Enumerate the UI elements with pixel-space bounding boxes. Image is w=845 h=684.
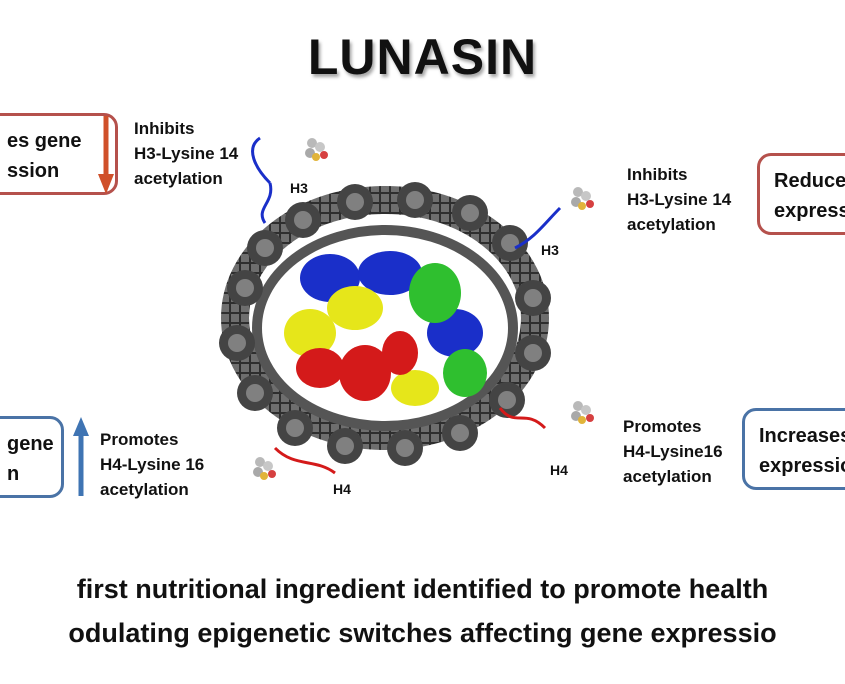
increases-gene-expression-box-left: gene n — [0, 416, 64, 498]
note-line-2: H4-Lysine 16 — [100, 455, 205, 474]
reduces-gene-expression-box-left: es gene ssion — [0, 113, 118, 195]
note-inhibits-h3-right: Inhibits H3-Lysine 14 acetylation — [627, 162, 731, 237]
histone-label-h3-right: H3 — [541, 242, 559, 258]
box-line-1: gene — [7, 433, 54, 455]
reduces-gene-expression-box-right: Reduces express — [757, 153, 845, 235]
statement-line-1: first nutritional ingredient identified … — [76, 574, 769, 604]
nucleosome-structure — [219, 136, 562, 475]
box-line-2: expressio — [759, 455, 845, 477]
note-line-3: acetylation — [100, 480, 189, 499]
histone-label-h4-left: H4 — [333, 481, 351, 497]
down-arrow-icon — [98, 116, 114, 194]
up-arrow-icon — [73, 417, 89, 496]
note-line-1: Inhibits — [134, 119, 195, 138]
histone-label-h3-left: H3 — [290, 180, 308, 196]
note-line-3: acetylation — [134, 169, 223, 188]
page-title: LUNASIN — [307, 29, 538, 85]
lunasin-molecule-icon — [571, 187, 594, 210]
note-line-1: Promotes — [100, 430, 179, 449]
note-line-3: acetylation — [623, 467, 712, 486]
box-line-1: Reduces — [774, 170, 845, 192]
note-line-2: H4-Lysine16 — [623, 442, 723, 461]
note-line-1: Inhibits — [627, 165, 688, 184]
note-line-2: H3-Lysine 14 — [627, 190, 732, 209]
box-line-1: Increases — [759, 425, 845, 447]
statement-line-2: odulating epigenetic switches affecting … — [68, 618, 777, 648]
lunasin-molecule-icon — [253, 457, 276, 480]
note-line-3: acetylation — [627, 215, 716, 234]
lunasin-molecule-icon — [305, 138, 328, 161]
histone-core — [284, 251, 487, 406]
note-promotes-h4-left: Promotes H4-Lysine 16 acetylation — [100, 427, 204, 502]
note-line-1: Promotes — [623, 417, 702, 436]
note-promotes-h4-right: Promotes H4-Lysine16 acetylation — [623, 414, 723, 489]
box-line-2: ssion — [7, 160, 60, 182]
dna-ring — [221, 186, 549, 450]
note-inhibits-h3-left: Inhibits H3-Lysine 14 acetylation — [134, 116, 238, 191]
increases-gene-expression-box-right: Increases expressio — [742, 408, 845, 490]
lunasin-molecule-icon — [571, 401, 594, 424]
box-line-1: es gene — [7, 130, 82, 152]
note-line-2: H3-Lysine 14 — [134, 144, 239, 163]
box-line-2: n — [7, 463, 20, 485]
histone-label-h4-right: H4 — [550, 462, 568, 478]
box-line-2: express — [774, 200, 845, 222]
